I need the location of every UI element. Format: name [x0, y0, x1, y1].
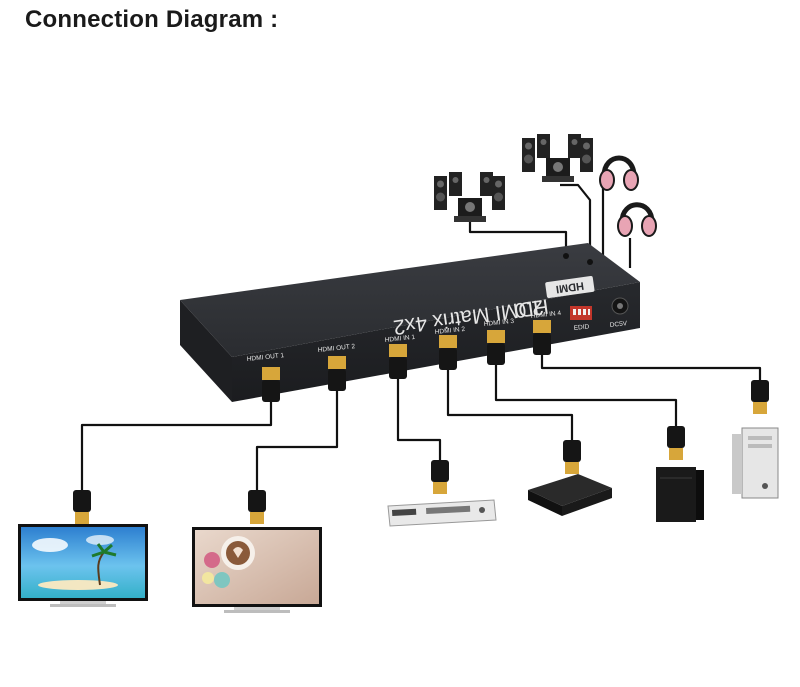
hdmi-plug-icon	[751, 380, 769, 414]
hdmi-plug-icon	[487, 330, 505, 365]
hdmi-plug-icon	[73, 490, 91, 524]
hdmi-matrix-device: HDMI Matrix 4x2 2.0 HDMI HDMI OUT 1 HDMI…	[180, 243, 640, 402]
cable-in1-dvd	[396, 378, 442, 467]
dvd-player-icon	[387, 499, 497, 527]
page-title: Connection Diagram :	[25, 6, 279, 33]
port-label-hdmi-in-2: HDMI IN 2	[434, 326, 465, 336]
hdmi-plug-icon	[439, 335, 457, 370]
port-label-hdmi-in-4: HDMI IN 4	[530, 310, 561, 320]
cable-audio-speakers1	[468, 222, 568, 250]
set-top-box-icon	[528, 474, 612, 516]
tv-coffee-icon	[192, 527, 322, 613]
port-label-edid: EDID	[573, 323, 589, 332]
port-label-hdmi-in-1: HDMI IN 1	[384, 334, 415, 344]
dc-power-jack-icon	[611, 297, 629, 315]
port-label-hdmi-in-3: HDMI IN 3	[483, 318, 514, 328]
headphones-icon	[599, 155, 639, 191]
surround-speakers-icon	[522, 134, 593, 182]
hdmi-logo-icon: HDMI	[545, 276, 595, 299]
port-label-dc5v: DC5V	[609, 320, 628, 329]
hdmi-plug-icon	[533, 320, 551, 355]
cable-audio-speakers2	[560, 183, 592, 255]
cable-in2-settop	[446, 368, 574, 440]
port-label-hdmi-out-1: HDMI OUT 1	[246, 352, 284, 363]
hdmi-plug-icon	[248, 490, 266, 524]
hdmi-plug-icon	[328, 356, 346, 391]
cables	[80, 183, 762, 497]
cable-out1-tv1	[80, 400, 273, 490]
port-label-hdmi-out-2: HDMI OUT 2	[317, 343, 355, 354]
cable-in4-pc	[540, 353, 762, 385]
hdmi-plug-icon	[563, 440, 581, 474]
audio-jack-icon	[563, 253, 569, 259]
hdmi-plug-icon	[389, 344, 407, 379]
cable-in3-console	[494, 365, 678, 428]
edid-switch-icon	[570, 306, 592, 320]
device-version-label: 2.0	[513, 295, 545, 322]
tv-beach-icon	[18, 524, 148, 607]
cable-out2-tv2	[255, 390, 339, 497]
hdmi-plug-icon	[667, 426, 685, 460]
svg-text:HDMI: HDMI	[555, 279, 585, 295]
game-console-icon	[656, 467, 704, 522]
hdmi-plug-icon	[262, 367, 280, 402]
surround-speakers-icon	[434, 172, 505, 222]
hdmi-plug-icon	[431, 460, 449, 494]
headphones-icon	[617, 202, 657, 237]
audio-jack-icon	[587, 259, 593, 265]
pc-tower-icon	[732, 427, 779, 499]
hdmi-connectors	[73, 320, 769, 524]
